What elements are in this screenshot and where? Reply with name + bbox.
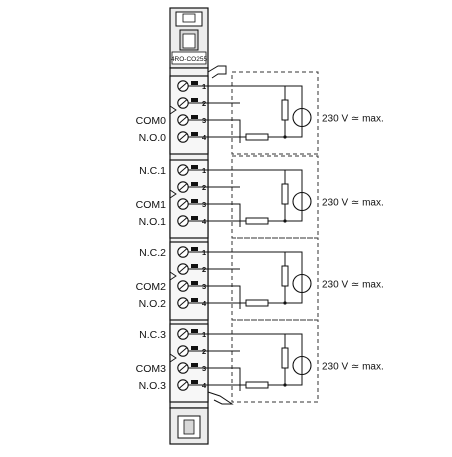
- screw-slot: [179, 116, 187, 124]
- source-wire-bottom: [285, 210, 303, 222]
- terminal-label: N.O.1: [139, 216, 167, 228]
- screw-slot: [179, 166, 187, 174]
- terminal-label: N.C.2: [139, 247, 166, 259]
- block-key-mark: [169, 105, 177, 115]
- status-led-icon: [191, 281, 198, 285]
- source-wire-top: [285, 85, 303, 109]
- terminal-block-housing: [169, 241, 209, 321]
- voltage-rating: 230 V ≃ max.: [322, 362, 384, 373]
- status-led-icon: [191, 199, 198, 203]
- module-model-label: 4RO-CO255: [171, 51, 208, 65]
- status-led-icon: [191, 298, 198, 302]
- terminal-label: N.C.3: [139, 329, 166, 341]
- block-key-mark: [169, 353, 177, 363]
- voltage-rating: 230 V ≃ max.: [322, 198, 384, 209]
- source-wire-top: [285, 169, 303, 193]
- load-resistor-icon: [245, 299, 269, 307]
- terminal-block-housing: [169, 323, 209, 403]
- status-led-icon: [191, 216, 198, 220]
- load-resistor-icon: [245, 217, 269, 225]
- source-wire-top: [285, 333, 303, 357]
- screw-slot: [179, 217, 187, 225]
- nc-wire: [210, 85, 286, 100]
- terminal-label: N.O.2: [139, 298, 167, 310]
- terminal-label: COM1: [136, 199, 166, 211]
- status-led-icon: [191, 165, 198, 169]
- status-led-icon: [191, 363, 198, 367]
- com-wire: [210, 119, 241, 143]
- com-wire: [210, 285, 241, 309]
- nc-wire: [210, 333, 286, 348]
- screw-slot: [179, 183, 187, 191]
- module-model-text: 4RO-CO255: [171, 56, 208, 63]
- external-load-frame: [231, 71, 319, 155]
- screw-slot: [179, 82, 187, 90]
- screw-slot: [179, 347, 187, 355]
- module-top-connector: [169, 7, 209, 69]
- screw-slot: [179, 299, 187, 307]
- voltage-rating: 230 V ≃ max.: [322, 114, 384, 125]
- status-led-icon: [191, 98, 198, 102]
- status-led-icon: [191, 247, 198, 251]
- source-wire-bottom: [285, 126, 303, 138]
- block-key-mark: [169, 189, 177, 199]
- status-led-icon: [191, 380, 198, 384]
- status-led-icon: [191, 115, 198, 119]
- terminal-block-housing: [169, 75, 209, 155]
- load-resistor-icon: [245, 381, 269, 389]
- source-wire-bottom: [285, 292, 303, 304]
- com-wire: [210, 367, 241, 391]
- terminal-label: N.O.3: [139, 380, 167, 392]
- external-load-frame: [231, 319, 319, 403]
- terminal-label: COM0: [136, 115, 166, 127]
- screw-slot: [179, 381, 187, 389]
- status-led-icon: [191, 329, 198, 333]
- load-resistor-icon: [245, 133, 269, 141]
- load-resistor-icon: [281, 99, 289, 121]
- nc-wire: [210, 251, 286, 266]
- terminal-label: N.O.0: [139, 132, 167, 144]
- load-resistor-icon: [281, 265, 289, 287]
- source-wire-bottom: [285, 374, 303, 386]
- screw-slot: [179, 200, 187, 208]
- block-key-mark: [169, 271, 177, 281]
- terminal-label: COM3: [136, 363, 166, 375]
- load-resistor-icon: [281, 183, 289, 205]
- status-led-icon: [191, 346, 198, 350]
- screw-slot: [179, 282, 187, 290]
- terminal-block-housing: [169, 159, 209, 239]
- screw-slot: [179, 248, 187, 256]
- module-side-latch-top: [207, 65, 227, 79]
- status-led-icon: [191, 132, 198, 136]
- load-resistor-icon: [281, 347, 289, 369]
- module-bottom-foot: [169, 391, 234, 445]
- screw-slot: [179, 265, 187, 273]
- status-led-icon: [191, 182, 198, 186]
- terminal-label: COM2: [136, 281, 166, 293]
- nc-wire: [210, 169, 286, 184]
- screw-slot: [179, 133, 187, 141]
- com-wire: [210, 203, 241, 227]
- screw-slot: [179, 330, 187, 338]
- status-led-icon: [191, 264, 198, 268]
- voltage-rating: 230 V ≃ max.: [322, 280, 384, 291]
- status-led-icon: [191, 81, 198, 85]
- screw-slot: [179, 99, 187, 107]
- source-wire-top: [285, 251, 303, 275]
- screw-slot: [179, 364, 187, 372]
- terminal-label: N.C.1: [139, 165, 166, 177]
